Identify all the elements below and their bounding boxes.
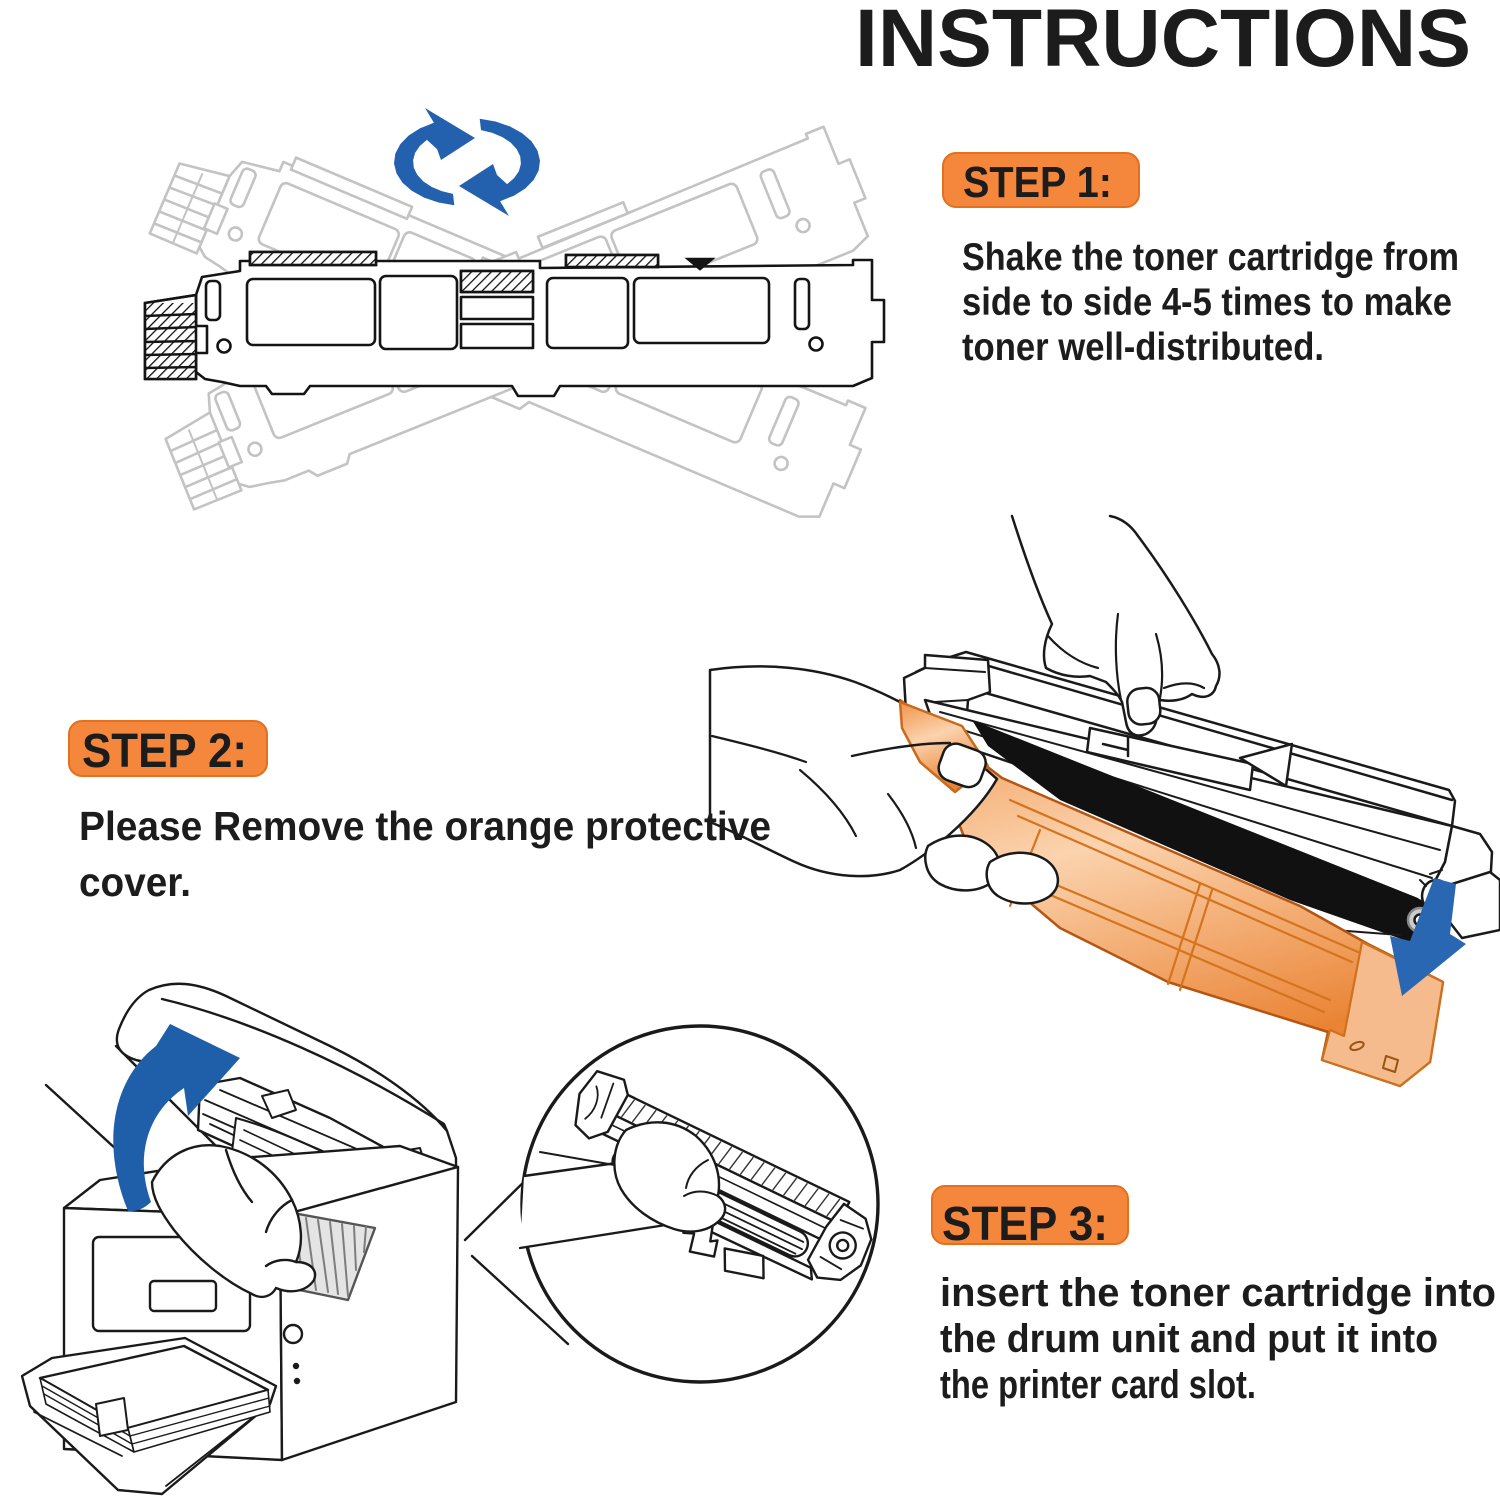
svg-text:the drum unit and put it into: the drum unit and put it into	[940, 1317, 1438, 1361]
svg-text:the printer card slot.: the printer card slot.	[940, 1363, 1256, 1407]
svg-text:cover.: cover.	[79, 859, 191, 905]
svg-text:STEP 3:: STEP 3:	[942, 1198, 1108, 1251]
svg-text:side to side 4-5 times to make: side to side 4-5 times to make	[962, 281, 1452, 324]
svg-text:insert the toner cartridge int: insert the toner cartridge into	[940, 1271, 1496, 1315]
svg-text:STEP 2:: STEP 2:	[82, 725, 247, 778]
svg-text:INSTRUCTIONS: INSTRUCTIONS	[855, 0, 1471, 84]
svg-text:STEP 1:: STEP 1:	[963, 158, 1112, 207]
svg-text:Please Remove the orange prote: Please Remove the orange protective	[79, 803, 771, 849]
svg-text:toner well-distributed.: toner well-distributed.	[962, 326, 1324, 369]
svg-text:Shake the toner cartridge from: Shake the toner cartridge from	[962, 236, 1459, 279]
